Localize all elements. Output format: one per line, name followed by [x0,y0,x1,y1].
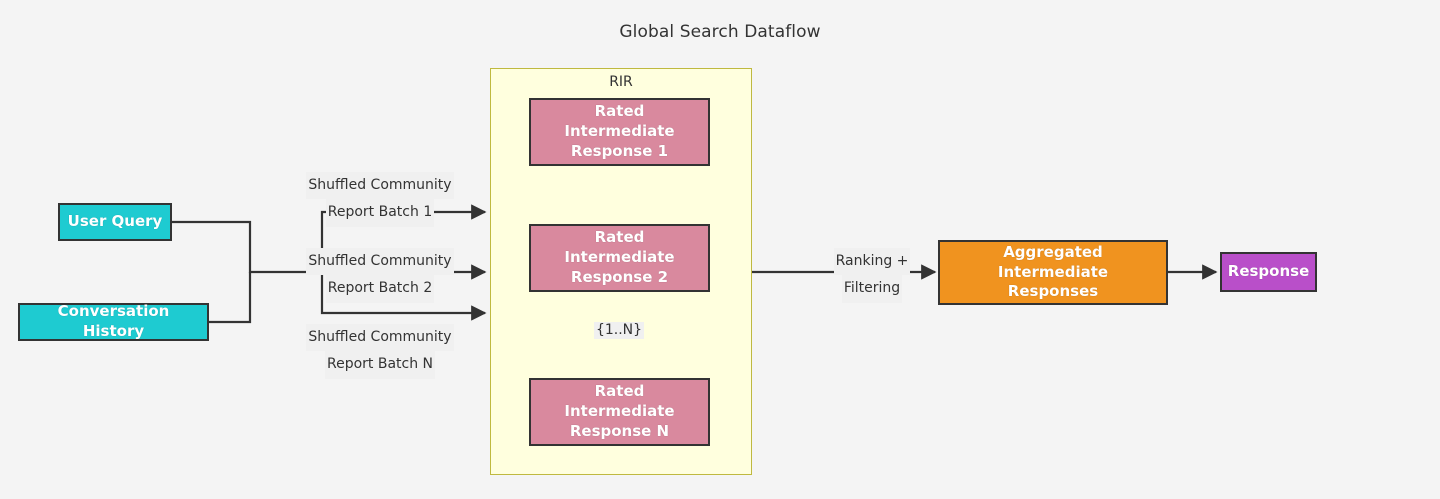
node-user-query[interactable]: User Query [58,203,172,241]
node-rirn-line2: Response N [569,421,670,440]
edge-label-batch-n: Shuffled Community Report Batch N [280,324,480,379]
edge-label-repeat-text: {1..N} [593,322,645,339]
edge-label-ranking-line1: Ranking + [833,248,911,276]
diagram-title: Global Search Dataflow [619,22,821,42]
node-rated-intermediate-response-1[interactable]: Rated Intermediate Response 1 [529,98,710,166]
edge-label-repeat-range: {1..N} [569,322,669,339]
edge-label-batch-2: Shuffled Community Report Batch 2 [280,248,480,303]
node-conversation-history[interactable]: Conversation History [18,302,209,341]
node-user-query-label: User Query [67,212,163,231]
edge-label-ranking-line2: Filtering [841,275,903,303]
node-rated-intermediate-response-n[interactable]: Rated Intermediate Response N [529,378,710,446]
edge-label-batch-1-line2: Report Batch 1 [325,199,435,227]
node-aggregated-line2: Responses [1007,282,1099,301]
edge-label-batch-n-line1: Shuffled Community [306,324,454,352]
edge-label-ranking-filtering: Ranking + Filtering [812,248,932,303]
rir-cluster-label: RIR [609,74,633,90]
node-response-label: Response [1227,262,1310,281]
edge-label-batch-2-line1: Shuffled Community [306,248,454,276]
node-rated-intermediate-response-2[interactable]: Rated Intermediate Response 2 [529,224,710,292]
node-rir1-line1: Rated Intermediate [564,102,675,141]
node-aggregated-line1: Aggregated Intermediate [997,242,1109,281]
edge-label-batch-1: Shuffled Community Report Batch 1 [280,172,480,227]
node-rir2-line1: Rated Intermediate [564,228,675,267]
node-conversation-history-label: Conversation History [57,302,170,340]
node-rir2-line2: Response 2 [570,267,669,286]
node-rir1-line2: Response 1 [570,141,669,160]
edge-label-batch-1-line1: Shuffled Community [306,172,454,200]
node-rirn-line1: Rated Intermediate [564,382,675,421]
node-response[interactable]: Response [1220,252,1317,292]
node-aggregated-intermediate-responses[interactable]: Aggregated Intermediate Responses [938,240,1168,305]
edge-label-batch-n-line2: Report Batch N [324,351,436,379]
edge-label-batch-2-line2: Report Batch 2 [325,275,435,303]
